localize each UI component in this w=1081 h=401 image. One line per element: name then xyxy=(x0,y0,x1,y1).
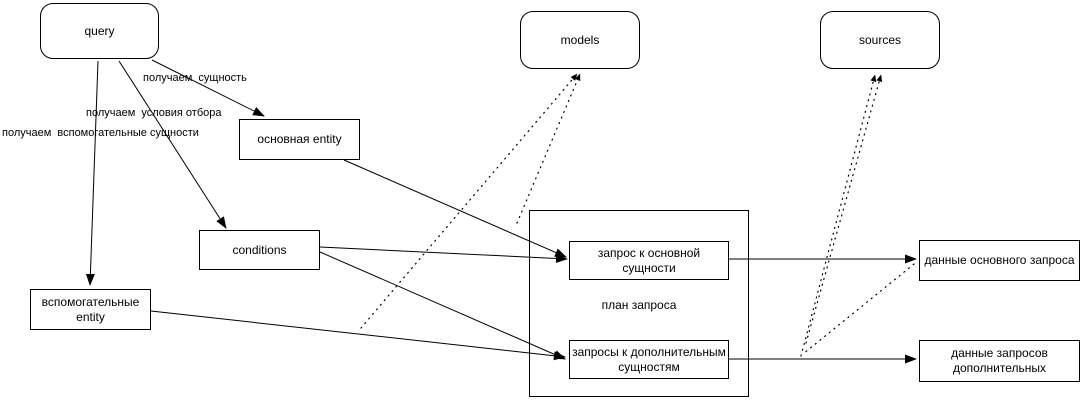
node-query-label: query xyxy=(84,23,115,38)
dotted-edge-to-models-2 xyxy=(516,73,581,224)
node-aux-entity-label: вспомогательные entity xyxy=(41,294,140,324)
edge-label-get-entity: получаем сущность xyxy=(143,72,247,84)
node-main-data-label: данные основного запроса xyxy=(924,253,1075,267)
node-aux-queries: запросы к дополнительным сущностям xyxy=(569,340,729,379)
edge-query-to-aux-entity xyxy=(85,60,99,286)
node-conditions-label: conditions xyxy=(232,242,287,257)
node-main-data: данные основного запроса xyxy=(919,240,1080,281)
edge-aux-entity-to-aux-queries xyxy=(150,310,566,361)
dotted-edge-to-sources-1 xyxy=(800,74,877,357)
node-conditions: conditions xyxy=(199,230,320,270)
node-aux-data-label: данные запросов дополнительных xyxy=(951,346,1048,375)
node-sources: sources xyxy=(820,11,940,69)
edge-query-to-conditions xyxy=(118,60,227,229)
node-main-query: запрос к основной сущности xyxy=(569,241,729,280)
node-main-entity: основная entity xyxy=(239,119,360,160)
node-query: query xyxy=(40,3,159,59)
node-main-query-label: запрос к основной сущности xyxy=(597,245,701,275)
edge-label-get-conditions: получаем условия отбора xyxy=(86,107,222,119)
node-sources-label: sources xyxy=(858,32,902,47)
dotted-edge-main-data-diagonal xyxy=(802,263,915,355)
node-main-entity-label: основная entity xyxy=(257,132,342,146)
node-query-plan-label: план запроса xyxy=(601,298,677,312)
node-models: models xyxy=(520,11,640,69)
node-models-label: models xyxy=(560,32,600,47)
node-aux-entity: вспомогательные entity xyxy=(30,289,151,330)
dotted-edge-to-sources-2 xyxy=(805,74,883,344)
node-aux-data: данные запросов дополнительных xyxy=(919,340,1080,382)
edge-label-get-aux-entities: получаем вспомогательные сущности xyxy=(2,127,199,139)
node-aux-queries-label: запросы к дополнительным сущностям xyxy=(572,344,726,374)
